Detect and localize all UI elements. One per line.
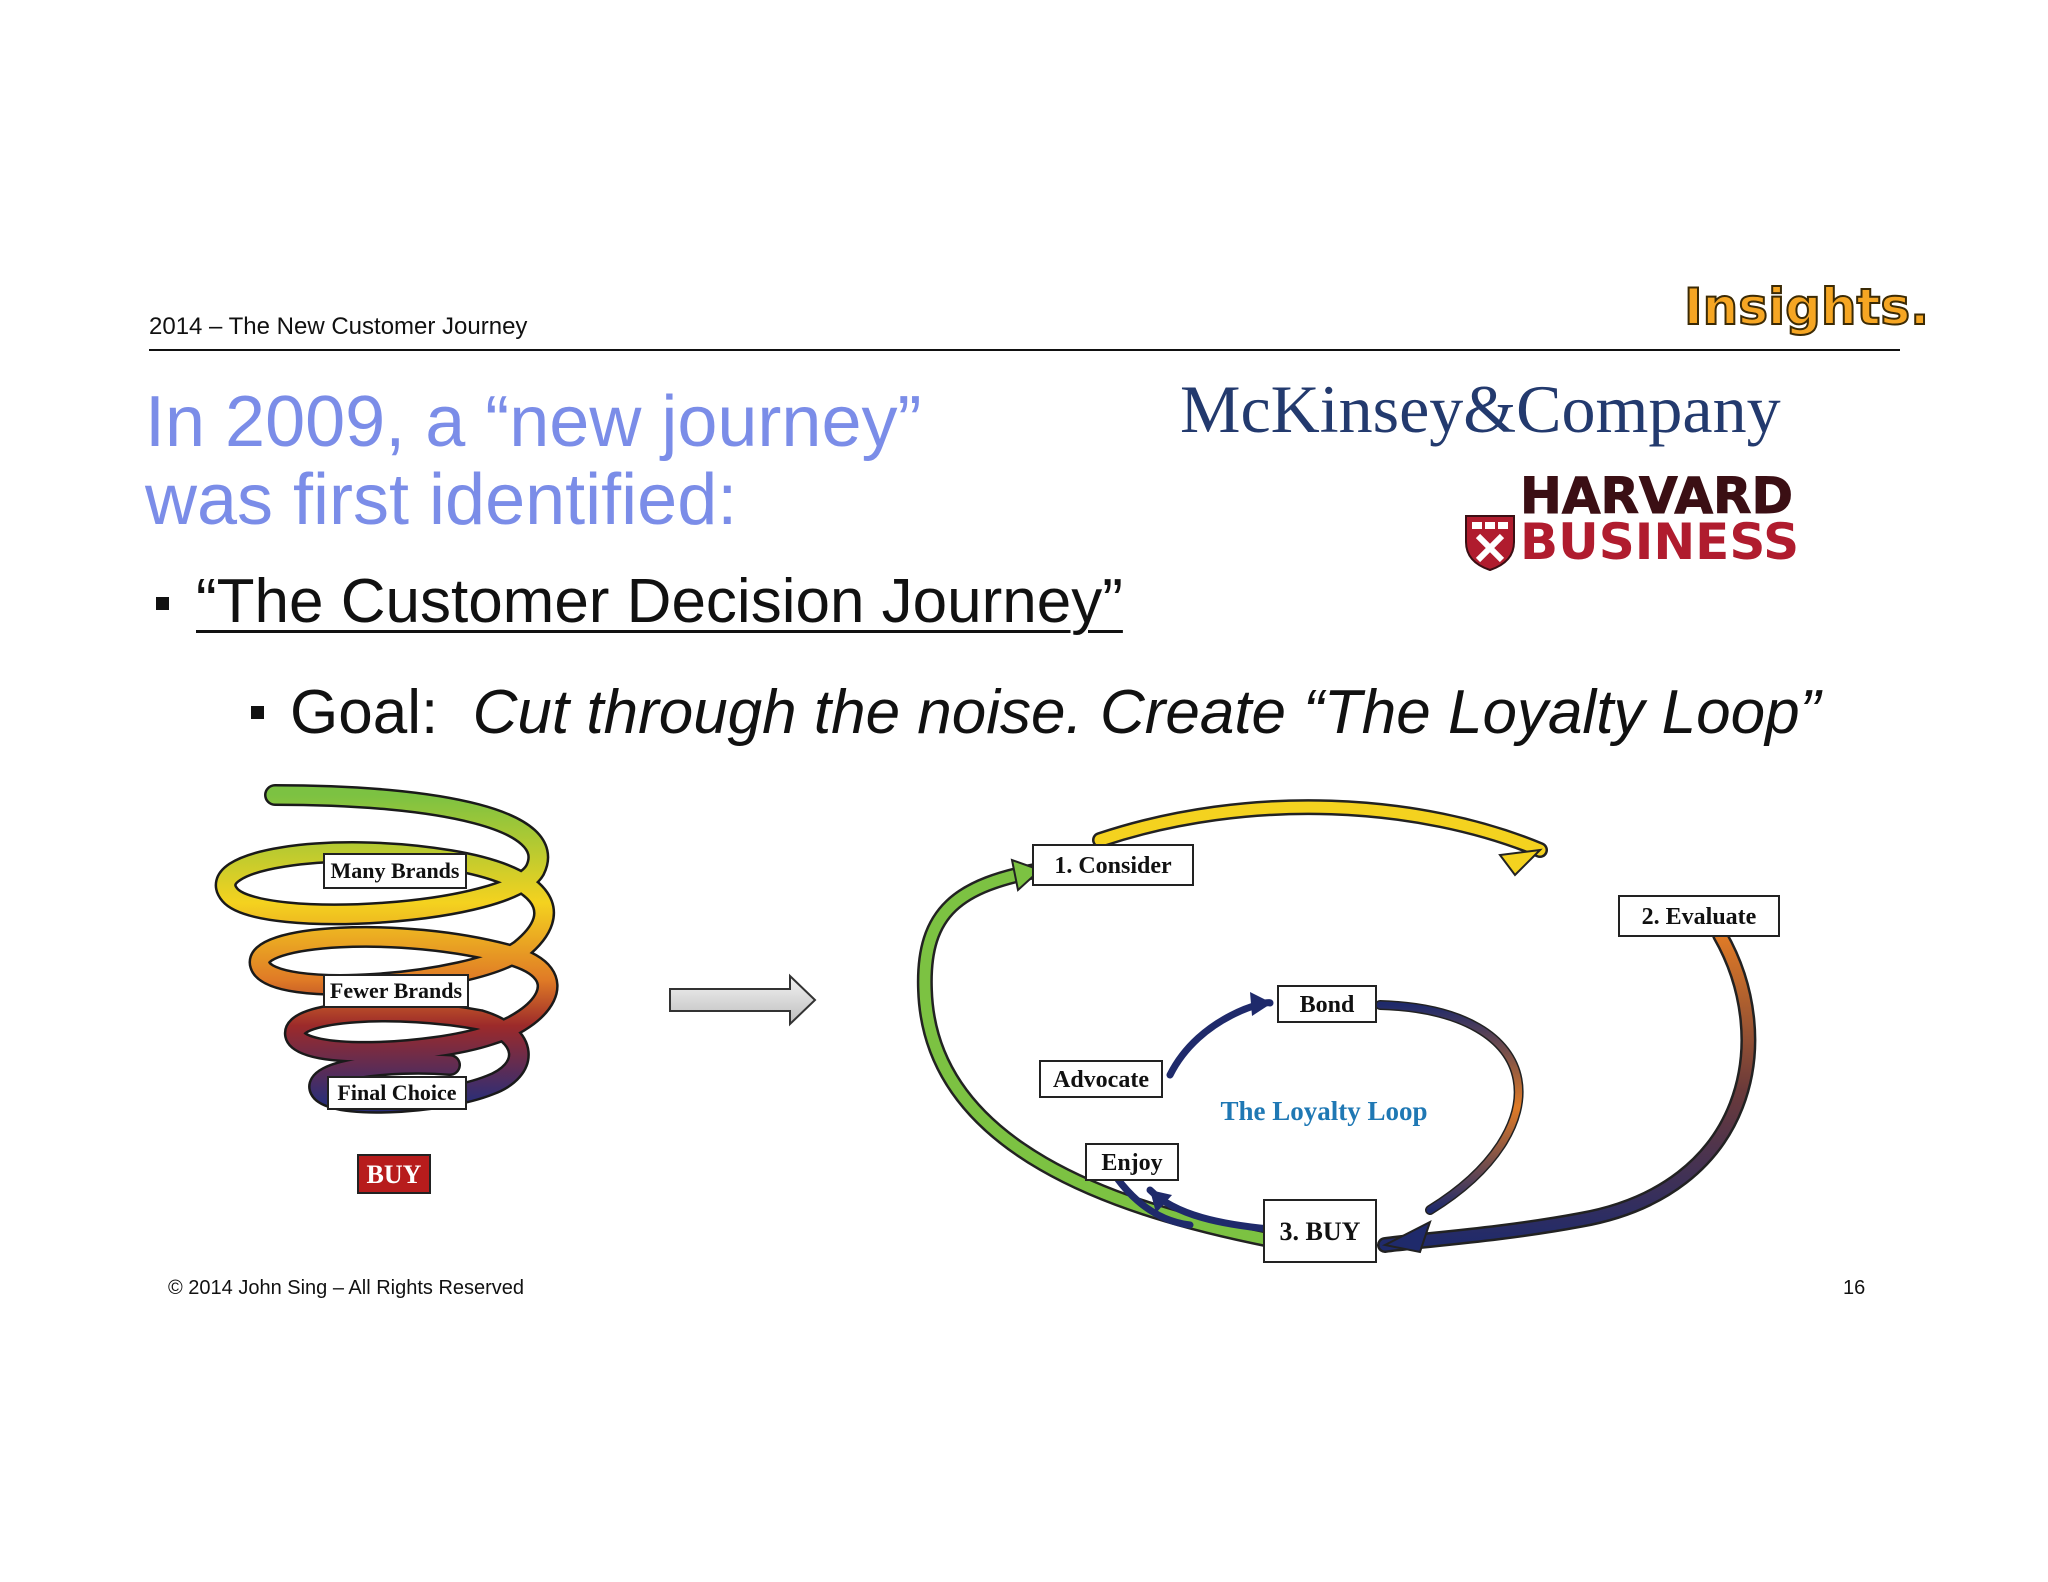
svg-text:Final Choice: Final Choice	[337, 1080, 456, 1105]
harvard-wordmark: HARVARD	[1519, 467, 1794, 526]
funnel-label-buy: BUY	[357, 1154, 431, 1194]
svg-text:BUY: BUY	[367, 1160, 422, 1189]
stage-enjoy: Enjoy	[1085, 1143, 1179, 1181]
funnel-spiral-diagram: Many Brands Fewer Brands Final Choice BU…	[214, 784, 559, 1194]
bullet-square-icon	[156, 597, 169, 610]
slide-title-line1: In 2009, a “new journey”	[145, 382, 922, 462]
loyalty-loop-label: The Loyalty Loop	[1220, 1096, 1427, 1126]
slide-title: In 2009, a “new journey” was first ident…	[145, 383, 921, 539]
svg-text:3. BUY: 3. BUY	[1280, 1217, 1361, 1246]
svg-text:Fewer Brands: Fewer Brands	[330, 978, 463, 1003]
mckinsey-logo: McKinsey&Company	[1180, 371, 1781, 447]
loyalty-loop-diagram: 1. Consider 2. Evaluate Bond Advocate En…	[916, 799, 1780, 1263]
slide-title-line2: was first identified:	[145, 460, 738, 540]
stage-evaluate: 2. Evaluate	[1618, 895, 1780, 937]
stage-advocate: Advocate	[1039, 1060, 1163, 1098]
svg-text:1. Consider: 1. Consider	[1054, 853, 1172, 879]
funnel-label-final-choice: Final Choice	[327, 1076, 467, 1110]
bullet-goal: Goal: Cut through the noise. Create “The…	[290, 677, 1820, 748]
funnel-label-many-brands: Many Brands	[323, 853, 467, 889]
harvard-business-logo: HARVARD BUSINESS	[1462, 467, 1872, 572]
stage-consider: 1. Consider	[1032, 844, 1194, 886]
svg-text:2. Evaluate: 2. Evaluate	[1642, 904, 1757, 930]
harvard-shield-icon	[1465, 515, 1515, 572]
transition-arrow-icon	[669, 973, 817, 1027]
svg-text:Bond: Bond	[1300, 992, 1355, 1018]
goal-label: Goal:	[290, 678, 439, 747]
svg-text:Enjoy: Enjoy	[1101, 1150, 1162, 1176]
svg-text:Advocate: Advocate	[1053, 1067, 1149, 1093]
funnel-label-fewer-brands: Fewer Brands	[323, 974, 469, 1008]
stage-buy: 3. BUY	[1263, 1199, 1377, 1263]
business-wordmark: BUSINESS	[1520, 513, 1800, 571]
page-number: 16	[1843, 1277, 1866, 1299]
svg-text:Many Brands: Many Brands	[331, 858, 460, 883]
stage-bond: Bond	[1277, 985, 1377, 1023]
insights-logo: Insights.	[1683, 277, 1930, 337]
bullet-customer-decision-journey: “The Customer Decision Journey”	[196, 567, 1123, 636]
footer-copyright: © 2014 John Sing – All Rights Reserved	[168, 1277, 525, 1299]
goal-statement: Cut through the noise. Create “The Loyal…	[472, 678, 1821, 747]
header-divider	[149, 349, 1900, 351]
bullet-square-icon	[251, 706, 264, 719]
header-subtitle: 2014 – The New Customer Journey	[149, 313, 528, 340]
